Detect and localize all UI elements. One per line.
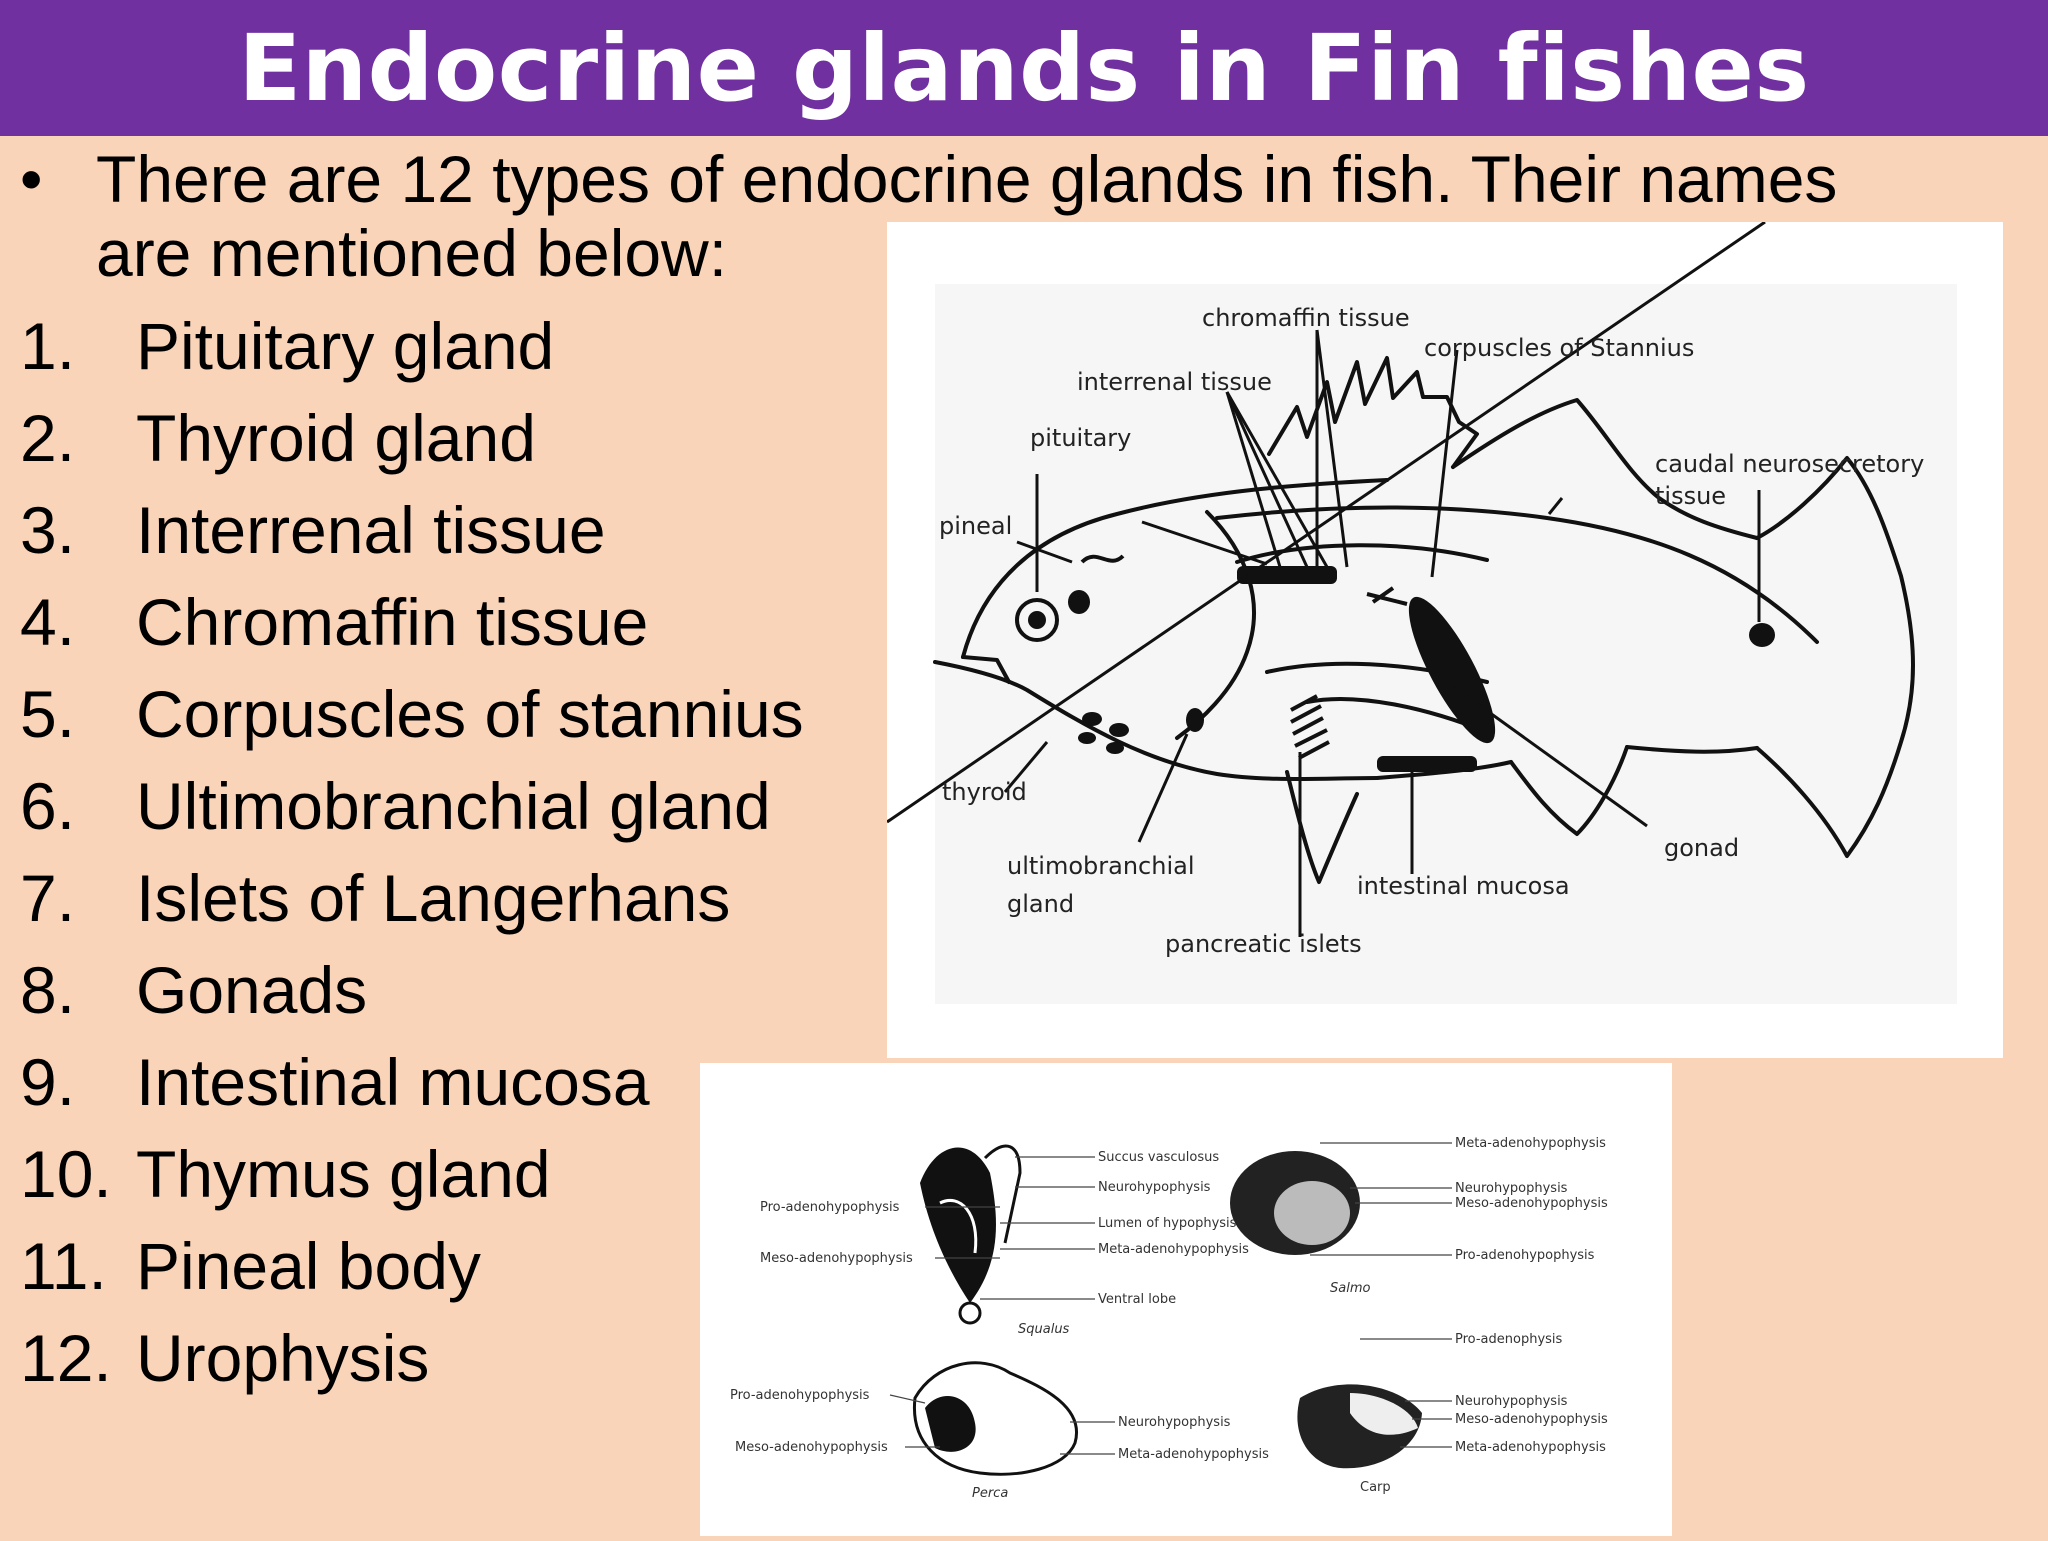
list-number: 5.	[20, 677, 76, 751]
label-pituitary: pituitary	[1030, 424, 1131, 452]
perca-right-0: Neurohypophysis	[1118, 1415, 1231, 1430]
list-item: 4. Chromaffin tissue	[20, 576, 804, 668]
list-item: 9. Intestinal mucosa	[20, 1036, 804, 1128]
salmo-right-0: Meta-adenohypophysis	[1455, 1136, 1606, 1151]
squalus-right-3: Meta-adenohypophysis	[1098, 1242, 1249, 1257]
perca-caption: Perca	[972, 1486, 1008, 1501]
bullet-marker: •	[20, 143, 43, 215]
list-item: 2. Thyroid gland	[20, 392, 804, 484]
interrenal-mark	[1237, 566, 1337, 584]
gland-list: 1. Pituitary gland 2. Thyroid gland 3. Inte…	[20, 300, 804, 1404]
squalus-right-1: Neurohypophysis	[1098, 1180, 1211, 1195]
squalus-right-0: Succus vasculosus	[1098, 1150, 1219, 1165]
list-number: 3.	[20, 493, 76, 567]
list-label: Gonads	[136, 953, 368, 1027]
list-label: Islets of Langerhans	[136, 861, 731, 935]
list-label: Corpuscles of stannius	[136, 677, 804, 751]
label-caudal-1: caudal neurosecretory	[1655, 450, 1924, 478]
fish-diagram-svg: chromaffin tissue corpuscles of Stannius…	[886, 220, 1957, 1004]
list-item: 6. Ultimobranchial gland	[20, 760, 804, 852]
carp-right-3: Meta-adenohypophysis	[1455, 1440, 1606, 1455]
slide-title: Endocrine glands in Fin fishes	[238, 14, 1810, 122]
list-number: 12.	[20, 1321, 112, 1395]
list-label: Ultimobranchial gland	[136, 769, 771, 843]
label-pineal: pineal	[939, 512, 1012, 540]
squalus-left-1: Meso-adenohypophysis	[760, 1251, 913, 1266]
salmo-right-3: Pro-adenohypophysis	[1455, 1248, 1595, 1263]
squalus-caption: Squalus	[1018, 1322, 1070, 1337]
list-item: 3. Interrenal tissue	[20, 484, 804, 576]
carp-right-2: Meso-adenohypophysis	[1455, 1412, 1608, 1427]
label-chromaffin: chromaffin tissue	[1202, 304, 1410, 332]
caudal-neurosecretory-mark	[1749, 623, 1775, 647]
carp-caption: Carp	[1360, 1480, 1391, 1495]
intro-line-1: There are 12 types of endocrine glands i…	[96, 142, 1838, 216]
list-number: 7.	[20, 861, 76, 935]
intro-text: There are 12 types of endocrine glands i…	[96, 142, 2016, 290]
perca-left-0: Pro-adenohypophysis	[730, 1388, 870, 1403]
salmo-right-1: Neurohypophysis	[1455, 1181, 1568, 1196]
list-label: Thymus gland	[136, 1137, 551, 1211]
carp-right-1: Neurohypophysis	[1455, 1394, 1568, 1409]
ultimobranchial-mark	[1186, 708, 1204, 732]
list-number: 6.	[20, 769, 76, 843]
list-item: 7. Islets of Langerhans	[20, 852, 804, 944]
list-item: 8. Gonads	[20, 944, 804, 1036]
list-label: Pineal body	[136, 1229, 481, 1303]
intestinal-mucosa-mark	[1377, 756, 1477, 772]
list-number: 4.	[20, 585, 76, 659]
label-thyroid: thyroid	[942, 778, 1027, 806]
label-pancreatic: pancreatic islets	[1165, 930, 1362, 958]
list-number: 11.	[20, 1229, 107, 1303]
gonad-mark	[1408, 596, 1496, 744]
list-item: 1. Pituitary gland	[20, 300, 804, 392]
list-label: Pituitary gland	[136, 309, 555, 383]
list-label: Urophysis	[136, 1321, 430, 1395]
label-ultimobranchial-2: gland	[1007, 890, 1074, 918]
list-label: Thyroid gland	[136, 401, 536, 475]
squalus-right-2: Lumen of hypophysis	[1098, 1216, 1237, 1231]
carp-right-0: Pro-adenophysis	[1455, 1332, 1563, 1347]
pituitary-labels: Pro-adenohypophysis Meso-adenohypophysis…	[730, 1136, 1608, 1501]
label-caudal-2: tissue	[1655, 482, 1726, 510]
squalus-left-0: Pro-adenohypophysis	[760, 1200, 900, 1215]
list-item: 12. Urophysis	[20, 1312, 804, 1404]
list-label: Interrenal tissue	[136, 493, 606, 567]
eye-icon	[1015, 598, 1059, 642]
gland-marks	[1068, 566, 1775, 772]
list-item: 11. Pineal body	[20, 1220, 804, 1312]
label-intestinal: intestinal mucosa	[1357, 872, 1570, 900]
pupil-icon	[1028, 611, 1046, 629]
list-number: 8.	[20, 953, 76, 1027]
leader-lines	[886, 220, 1766, 937]
perca-gland-shape	[912, 1361, 1079, 1476]
title-bar: Endocrine glands in Fin fishes	[0, 0, 2048, 136]
list-number: 1.	[20, 309, 76, 383]
pancreatic-islets-mark	[1080, 554, 1408, 760]
list-item: 10. Thymus gland	[20, 1128, 804, 1220]
label-corpuscles: corpuscles of Stannius	[1424, 334, 1694, 362]
pituitary-diagram-svg: Pro-adenohypophysis Meso-adenohypophysis…	[730, 1136, 1608, 1501]
perca-right-1: Meta-adenohypophysis	[1118, 1447, 1269, 1462]
label-ultimobranchial-1: ultimobranchial	[1007, 852, 1195, 880]
diagram-labels: chromaffin tissue corpuscles of Stannius…	[939, 304, 1924, 958]
squalus-right-4: Ventral lobe	[1098, 1292, 1176, 1307]
list-number: 10.	[20, 1137, 112, 1211]
list-label: Intestinal mucosa	[136, 1045, 650, 1119]
salmo-right-2: Meso-adenohypophysis	[1455, 1196, 1608, 1211]
perca-left-1: Meso-adenohypophysis	[735, 1440, 888, 1455]
list-label: Chromaffin tissue	[136, 585, 649, 659]
label-interrenal: interrenal tissue	[1077, 368, 1272, 396]
intro-line-2: are mentioned below:	[96, 216, 728, 290]
salmo-caption: Salmo	[1330, 1281, 1370, 1296]
list-item: 5. Corpuscles of stannius	[20, 668, 804, 760]
fish-endocrine-diagram: chromaffin tissue corpuscles of Stannius…	[886, 220, 2003, 1058]
label-gonad: gonad	[1664, 834, 1739, 862]
pituitary-mark	[1068, 590, 1090, 614]
squalus-gland-shape	[920, 1147, 996, 1303]
list-number: 2.	[20, 401, 76, 475]
pituitary-comparison-diagram: Pro-adenohypophysis Meso-adenohypophysis…	[700, 1063, 1672, 1536]
list-number: 9.	[20, 1045, 76, 1119]
